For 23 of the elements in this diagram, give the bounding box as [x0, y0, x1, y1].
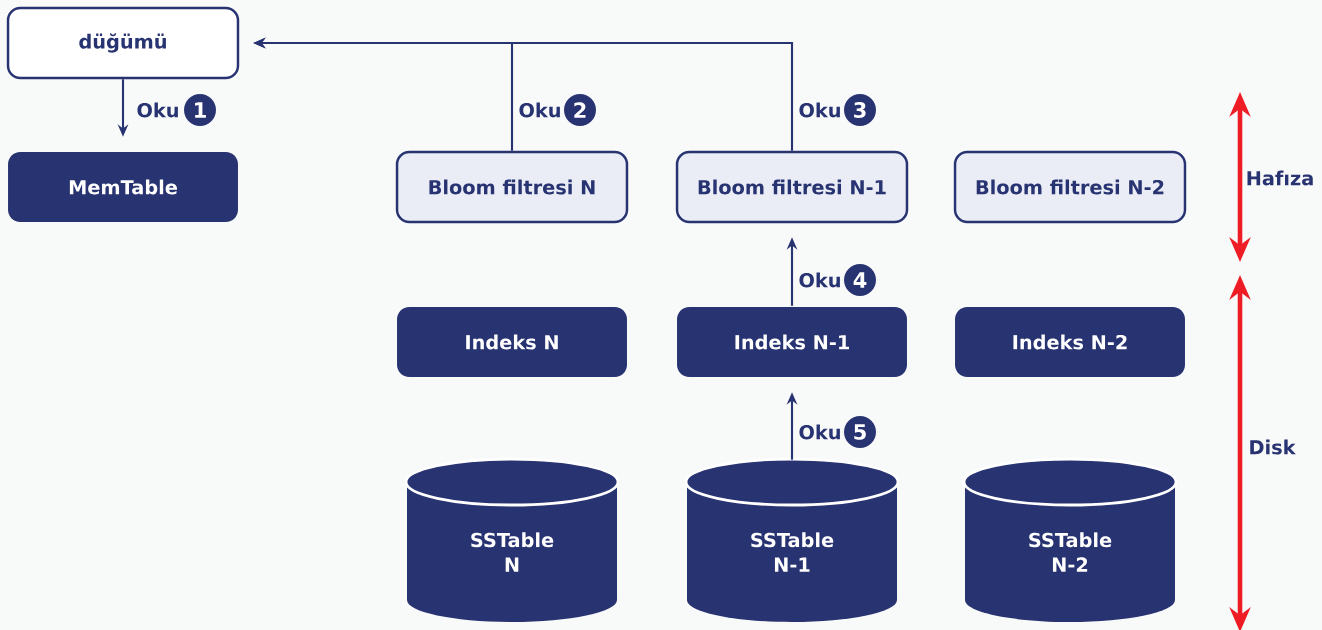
process-box: Bloom filtresi N-1 [675, 150, 909, 224]
step-badge: 5 [844, 416, 876, 448]
process-box: MemTable [8, 152, 238, 222]
database-cylinder: SSTable N-1 [684, 457, 900, 622]
range-label: Hafıza [1247, 170, 1313, 186]
edge-label: Oku [799, 424, 840, 440]
process-box: Bloom filtresi N-2 [953, 150, 1187, 224]
edge-label: Oku [799, 102, 840, 118]
range-label: Disk [1250, 439, 1296, 455]
process-box: Indeks N-1 [677, 307, 907, 377]
database-cylinder: SSTable N [404, 457, 620, 622]
process-box: Bloom filtresi N [395, 150, 629, 224]
edge-label: Oku [137, 102, 178, 118]
step-badge: 2 [564, 94, 596, 126]
database-cylinder: SSTable N-2 [962, 457, 1178, 622]
edge-label: Oku [799, 272, 840, 288]
step-badge: 1 [184, 94, 216, 126]
edge-label: Oku [519, 102, 560, 118]
step-badge: 4 [844, 264, 876, 296]
process-box: Indeks N [397, 307, 627, 377]
process-box: düğümü [6, 6, 240, 80]
step-badge: 3 [844, 94, 876, 126]
process-box: Indeks N-2 [955, 307, 1185, 377]
